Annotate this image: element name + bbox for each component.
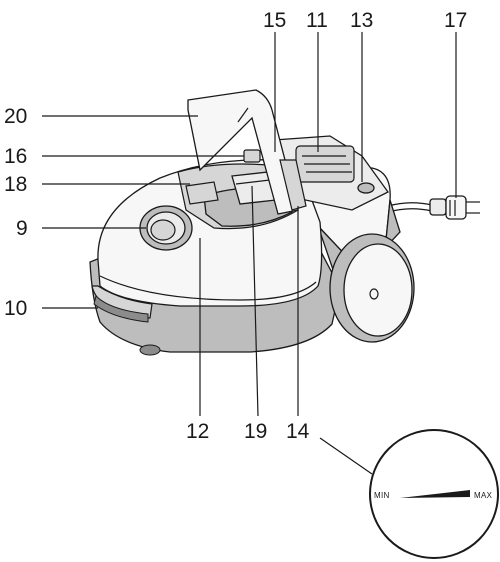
callout-13: 13 bbox=[350, 9, 373, 32]
gauge-dial bbox=[369, 429, 499, 559]
hose-inlet bbox=[139, 205, 193, 251]
callout-12: 12 bbox=[186, 420, 209, 443]
rear-wheel bbox=[329, 233, 415, 343]
callout-19: 19 bbox=[244, 420, 267, 443]
bag-full-gauge-detail: MIN MAX bbox=[369, 429, 499, 559]
callout-20: 20 bbox=[4, 105, 27, 128]
bag-full-indicator bbox=[243, 149, 261, 163]
callout-14: 14 bbox=[286, 420, 310, 443]
front-castor bbox=[139, 344, 161, 356]
front-handle bbox=[91, 285, 153, 323]
callout-10: 10 bbox=[4, 297, 27, 320]
gauge-max-label: MAX bbox=[474, 491, 493, 500]
callout-11: 11 bbox=[306, 9, 328, 32]
callout-labels: 15 11 13 17 20 16 18 9 10 12 19 14 bbox=[4, 9, 467, 443]
power-cord bbox=[387, 202, 433, 213]
callout-9: 9 bbox=[16, 217, 28, 240]
cord-rewind-button bbox=[357, 182, 375, 194]
callout-17: 17 bbox=[444, 9, 467, 32]
callout-16: 16 bbox=[4, 145, 27, 168]
callout-15: 15 bbox=[263, 9, 286, 32]
gauge-needle bbox=[400, 490, 470, 498]
gauge-min-label: MIN bbox=[374, 491, 390, 500]
power-plug bbox=[429, 195, 480, 220]
callout-leader-lines bbox=[42, 32, 457, 475]
bag-release-clip bbox=[185, 181, 219, 205]
callout-18: 18 bbox=[4, 173, 27, 196]
dust-compartment-lid bbox=[187, 89, 307, 215]
